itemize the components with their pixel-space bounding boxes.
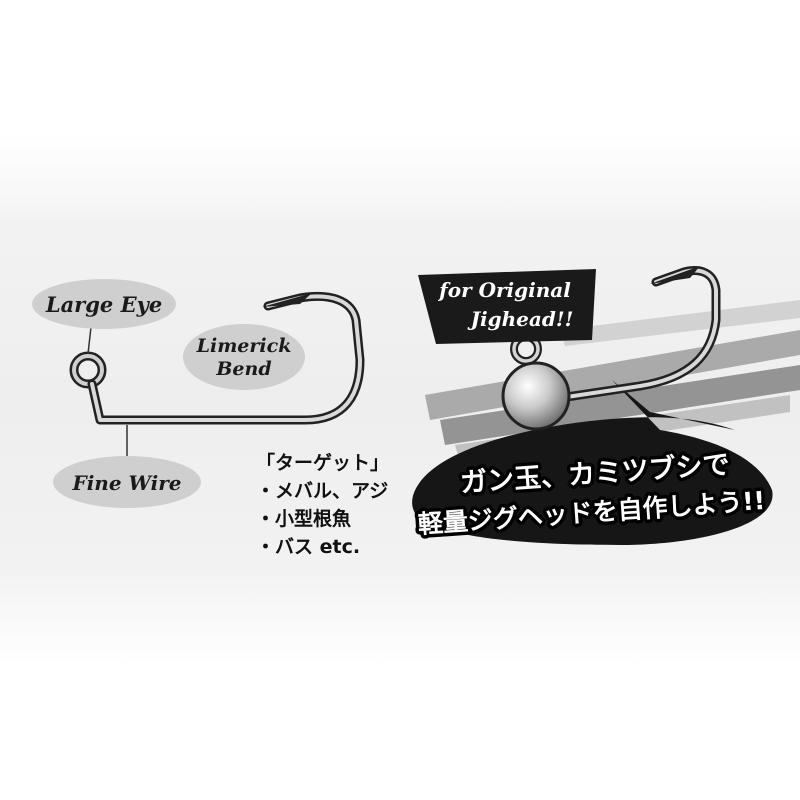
hook-right [555,266,721,403]
limerick-text-line1: Limerick [196,335,292,357]
limerick-text-line2: Bend [215,358,271,380]
target-heading: 「ターゲット」 [256,452,390,474]
fine-wire-text: Fine Wire [72,471,182,495]
target-fish-list: 「ターゲット」 ・メバル、アジ ・小型根魚 ・バス etc. [256,449,389,561]
limerick-bend-label: Limerick Bend [183,324,305,390]
target-item-rockfish: ・小型根魚 [256,508,352,530]
tag-text-line2: Jighead!! [467,307,574,331]
tag-text-line1: for Original [437,278,571,302]
hook-left [69,291,365,462]
large-eye-label: Large Eye [32,279,176,329]
target-item-bass: ・バス etc. [256,536,361,558]
target-item-mebaru-aji: ・メバル、アジ [256,480,389,502]
fine-wire-label: Fine Wire [53,456,201,508]
jighead-ball [501,333,571,431]
speech-swoosh [412,380,773,545]
large-eye-text: Large Eye [45,292,162,317]
original-jighead-tag: for Original Jighead!! [418,269,596,344]
